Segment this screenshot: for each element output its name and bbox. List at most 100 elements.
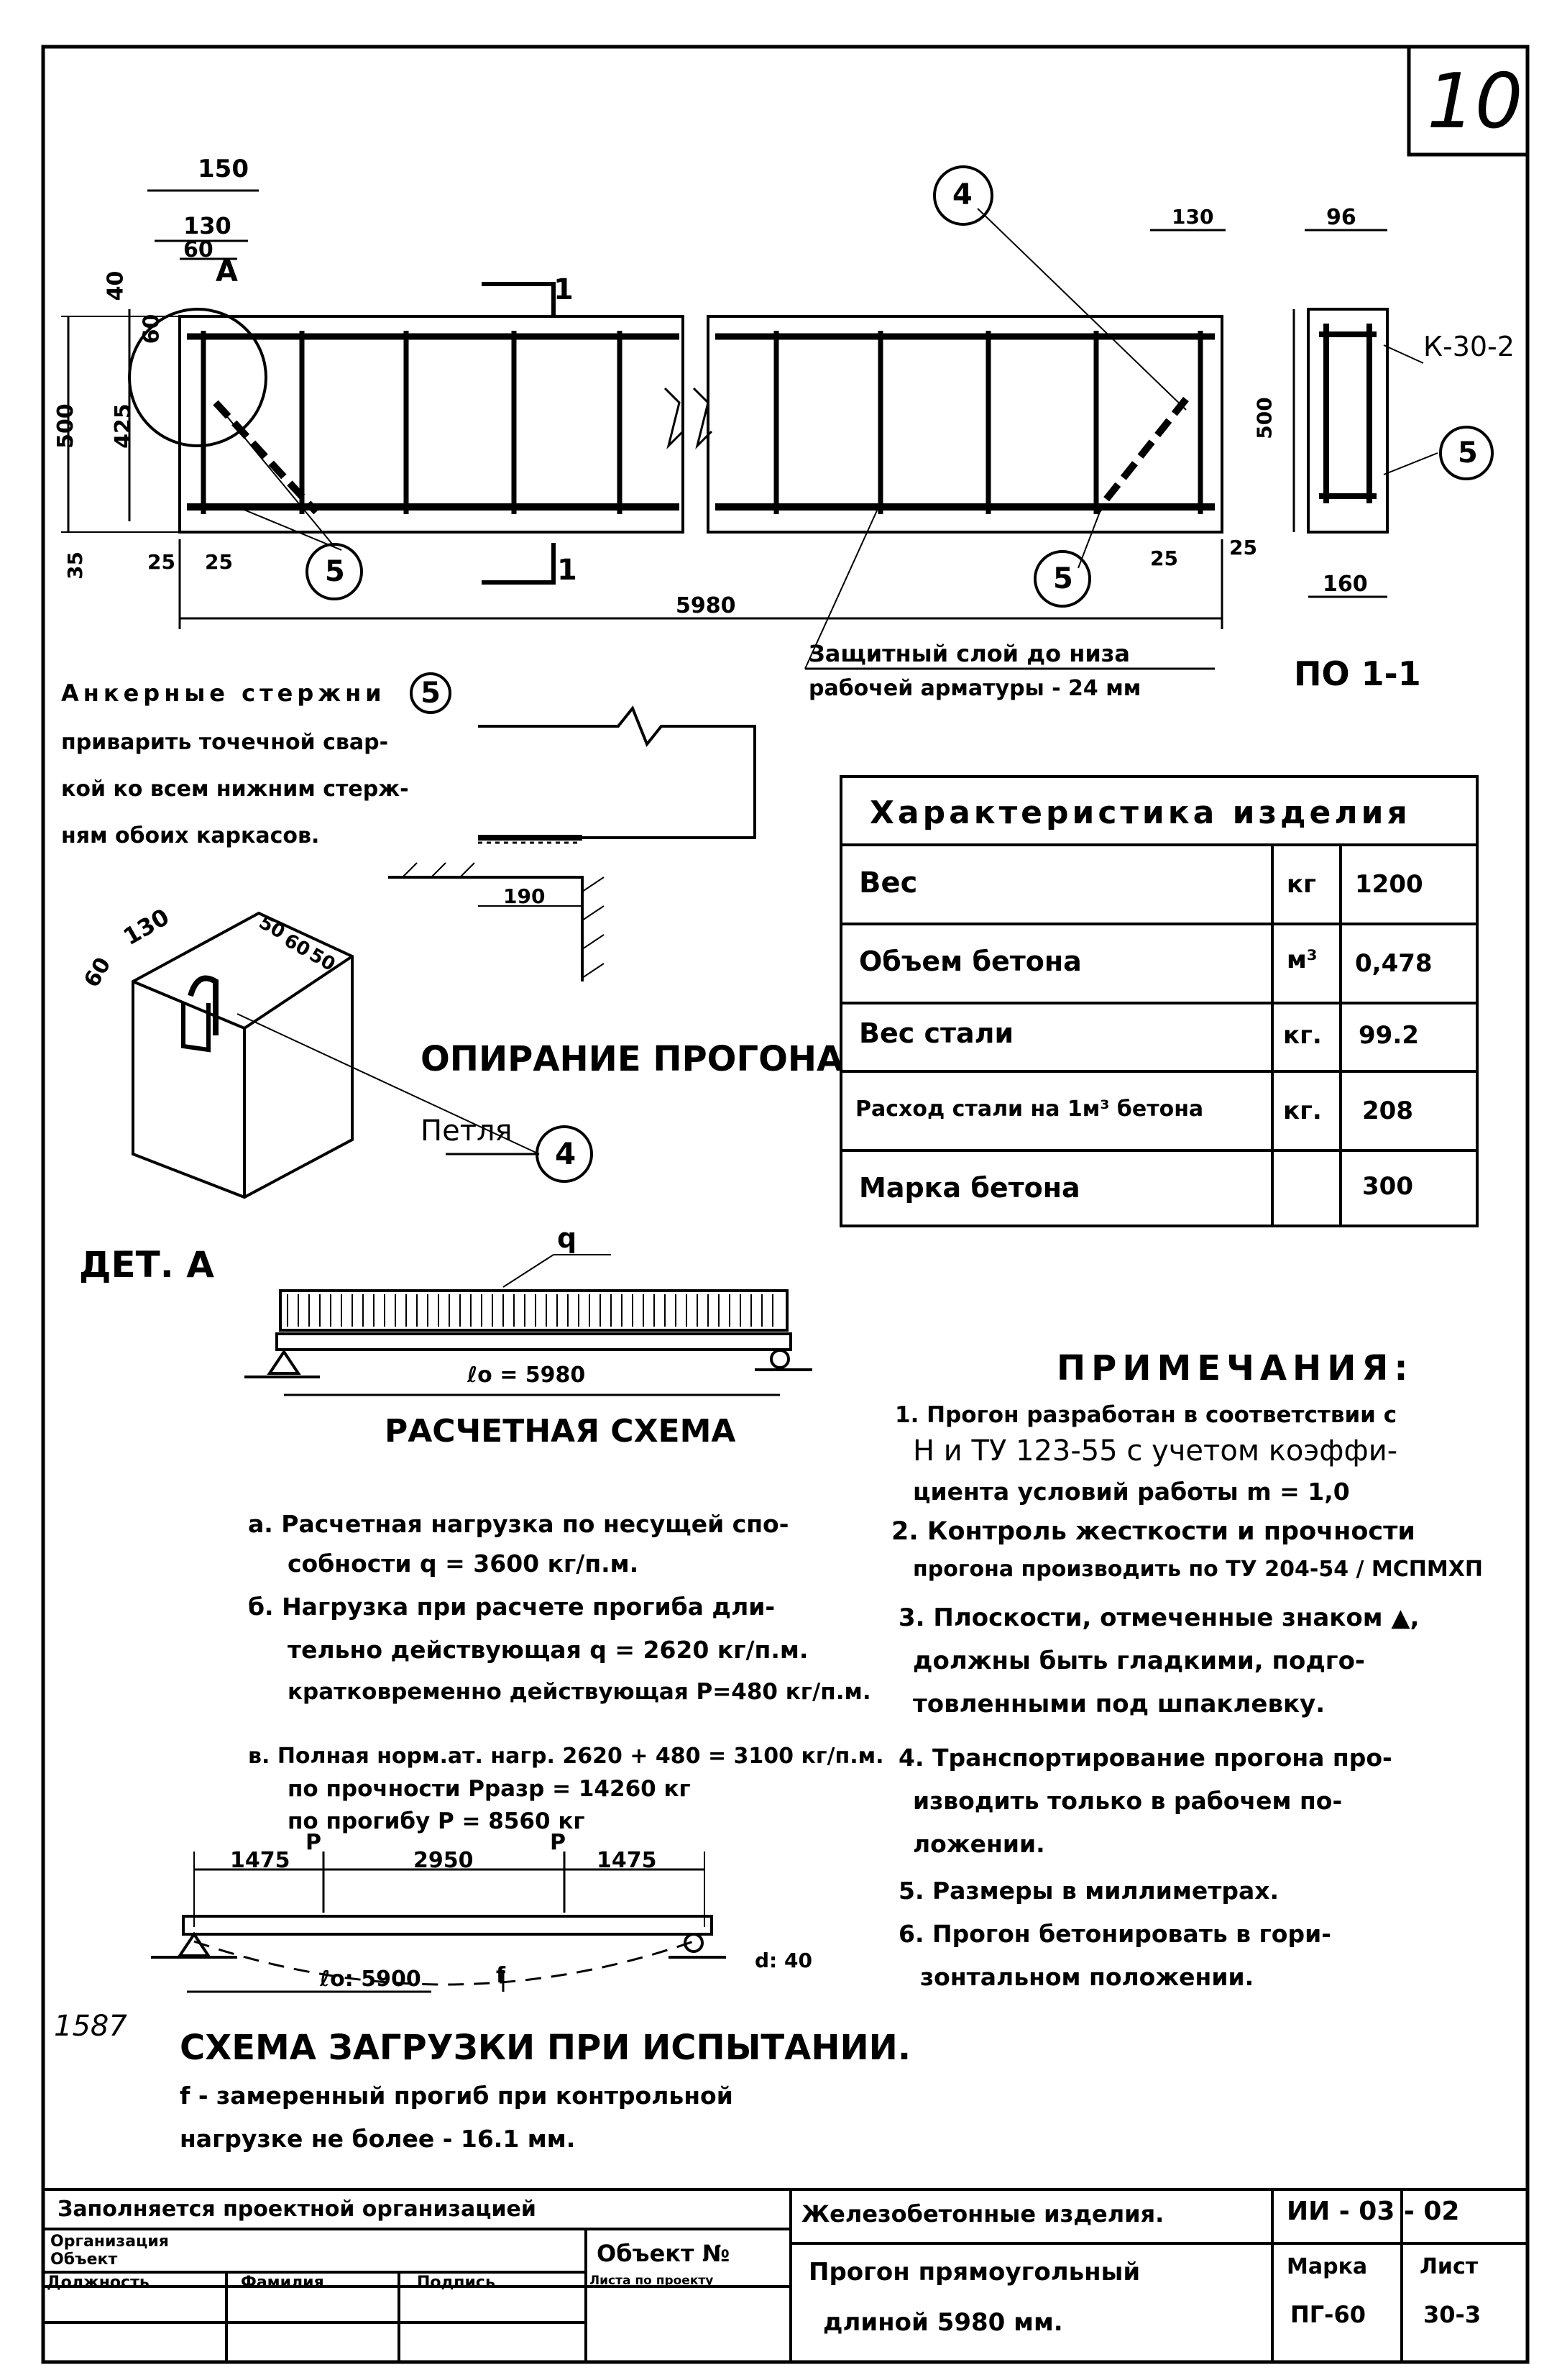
beam-elevation	[61, 165, 1226, 670]
section-1-1	[1292, 229, 1494, 598]
char-row-weight-unit: кг	[1287, 870, 1316, 899]
tb-product-line-1: Прогон прямоугольный	[809, 2258, 1141, 2287]
test-span: ℓo: 5900	[320, 1967, 421, 1992]
load-line-4: тельно действующая q = 2620 кг/п.м.	[288, 1636, 809, 1664]
note-line-4: 2. Контроль жесткости и прочности	[891, 1517, 1415, 1546]
test-scheme-title: СХЕМА ЗАГРУЗКИ ПРИ ИСПЫТАНИИ.	[180, 2028, 911, 2068]
sheet-frame	[41, 45, 1530, 2364]
char-row-grade-value: 300	[1362, 1172, 1413, 1201]
dim-40: 40	[103, 270, 129, 301]
cover-note-line-2: рабочей арматуры - 24 мм	[809, 676, 1141, 701]
char-row-steel-name: Вес стали	[859, 1017, 1014, 1049]
section-mark-bottom: 1	[557, 554, 577, 587]
note-line-14: зонтальном положении.	[920, 1963, 1254, 1991]
detail-a-block	[132, 911, 593, 1199]
anchor-note-line-3: кой ко всем нижним стерж-	[61, 777, 409, 802]
anchor-note-line-2: приварить точечной свар-	[61, 730, 389, 755]
title-block-grid	[42, 2188, 1529, 2363]
char-row-weight-name: Вес	[859, 866, 918, 900]
calc-scheme-drawing	[244, 1254, 812, 1396]
tb-organization: Организация	[50, 2233, 169, 2251]
load-line-2: собности q = 3600 кг/п.м.	[288, 1550, 639, 1578]
note-line-8: товленными под шпаклевку.	[913, 1690, 1326, 1718]
cover-note-line-1: Защитный слой до низа	[809, 640, 1130, 667]
note-line-9: 4. Транспортирование прогона про-	[899, 1744, 1392, 1772]
characteristics-table-grid	[840, 775, 1479, 1227]
side-number: 1587	[54, 2010, 127, 2043]
sheet-number-box	[1407, 45, 1530, 157]
load-line-6: в. Полная норм.ат. нагр. 2620 + 480 = 31…	[248, 1744, 884, 1769]
support-title: ОПИРАНИЕ ПРОГОНА	[421, 1039, 844, 1079]
tb-series-name: Железобетонные изделия.	[801, 2200, 1164, 2228]
tb-mark-label: Марка	[1287, 2254, 1368, 2279]
char-row-volume-unit: м³	[1287, 946, 1318, 974]
calc-span: ℓo = 5980	[467, 1363, 586, 1388]
tb-sheet: 30-3	[1423, 2301, 1481, 2328]
dim-5980: 5980	[676, 593, 736, 618]
dim-425: 425	[110, 403, 136, 449]
dim-60-vertical: 60	[139, 313, 165, 344]
frame-mark: К-30-2	[1423, 331, 1515, 362]
note-line-7: должны быть гладкими, подго-	[913, 1647, 1366, 1675]
load-line-5: кратковременно действующая P=480 кг/п.м.	[288, 1679, 871, 1705]
note-line-3: циента условий работы m = 1,0	[913, 1478, 1350, 1506]
tb-sheet-in-project: Листа по проекту	[589, 2274, 714, 2288]
dim-130: 130	[183, 212, 231, 239]
note-line-5: прогона производить по ТУ 204-54 / МСПМХ…	[913, 1557, 1483, 1582]
dim-500: 500	[52, 403, 78, 449]
load-line-1: а. Расчетная нагрузка по несущей спо-	[248, 1510, 789, 1538]
test-p2: P	[550, 1830, 566, 1855]
test-dim-2950: 2950	[413, 1848, 474, 1873]
calc-scheme-title: РАСЧЕТНАЯ СХЕМА	[385, 1413, 736, 1450]
anchor-note-line-1: Анкерные стержни	[61, 679, 386, 707]
test-deflect-d40: d: 40	[755, 1949, 812, 1972]
char-row-consumption-value: 208	[1362, 1097, 1413, 1125]
test-p1: P	[305, 1830, 321, 1855]
anchor-note-callout: 5	[410, 672, 451, 714]
callout-anchor-left: 5	[325, 555, 345, 588]
characteristics-title: Характеристика изделия	[870, 795, 1411, 831]
tb-mark: ПГ-60	[1290, 2301, 1366, 2328]
loop-callout: 4	[555, 1136, 576, 1171]
char-row-consumption-unit: кг.	[1283, 1097, 1322, 1125]
section-title: ПО 1-1	[1294, 654, 1421, 693]
dim-60: 60	[183, 237, 213, 262]
test-note-line-2: нагрузке не более - 16.1 мм.	[180, 2125, 576, 2153]
note-line-11: ложении.	[913, 1830, 1045, 1858]
load-line-7: по прочности Pразр = 14260 кг	[288, 1776, 691, 1802]
note-line-6: 3. Плоскости, отмеченные знаком ▲,	[899, 1603, 1420, 1632]
char-row-consumption-name: Расход стали на 1м³ бетона	[855, 1097, 1204, 1122]
support-detail	[388, 705, 756, 981]
tb-surname: Фамилия	[241, 2274, 324, 2292]
dim-25-right-a: 25	[1150, 546, 1178, 570]
anchor-note-line-4: ням обоих каркасов.	[61, 823, 320, 848]
test-scheme-drawing	[151, 1852, 726, 1993]
char-row-weight-value: 1200	[1355, 870, 1423, 899]
char-row-grade-name: Марка бетона	[859, 1172, 1080, 1204]
section-callout: 5	[1458, 436, 1478, 470]
char-row-steel-unit: кг.	[1283, 1021, 1322, 1050]
section-dim-96: 96	[1326, 205, 1356, 230]
calc-load-q: q	[557, 1222, 577, 1254]
notes-title: ПРИМЕЧАНИЯ:	[1057, 1348, 1414, 1388]
test-dim-1475b: 1475	[597, 1848, 657, 1873]
tb-object: Объект	[50, 2251, 118, 2269]
section-mark-top: 1	[553, 273, 574, 306]
dim-150: 150	[198, 155, 249, 183]
test-note-line-1: f - замеренный прогиб при контрольной	[180, 2082, 733, 2110]
load-line-3: б. Нагрузка при расчете прогиба дли-	[248, 1593, 776, 1621]
callout-loop: 4	[952, 178, 973, 211]
char-row-volume-value: 0,478	[1355, 949, 1433, 978]
char-row-steel-value: 99.2	[1359, 1021, 1419, 1050]
test-deflection-f: f	[496, 1963, 506, 1988]
tb-filled-by: Заполняется проектной организацией	[58, 2197, 536, 2222]
dim-25-right-b: 25	[1229, 536, 1257, 559]
note-line-10: изводить только в рабочем по-	[913, 1787, 1343, 1815]
tb-object-no: Объект №	[597, 2240, 730, 2267]
dim-25-left-b: 25	[205, 550, 233, 574]
sheet-number: 10	[1427, 58, 1523, 145]
loop-label: Петля	[421, 1115, 513, 1148]
dim-35: 35	[63, 551, 87, 580]
